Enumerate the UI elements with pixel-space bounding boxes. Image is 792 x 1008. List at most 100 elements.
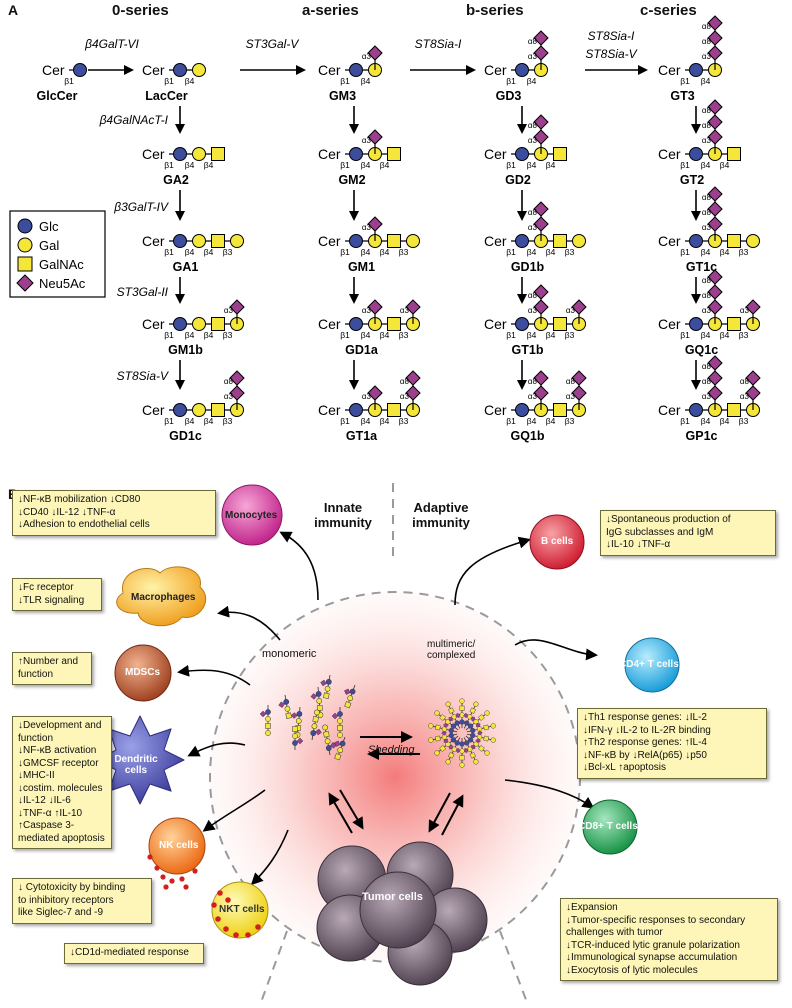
effect-line: ↓Th1 response genes: ↓IL-2 <box>583 712 707 723</box>
bond-label: β1 <box>680 76 690 86</box>
glc-residue-icon <box>349 63 363 77</box>
effect-line: ↓Bcl-xL ↑apoptosis <box>583 762 666 773</box>
nkt-cells-label: NKT cells <box>219 904 265 915</box>
bond-label: β1 <box>164 160 174 170</box>
bond-label: α3 <box>224 392 234 401</box>
legend-label: Glc <box>39 219 59 234</box>
bond-label: α3 <box>528 306 538 315</box>
effect-line: mediated apoptosis <box>18 832 105 844</box>
glc-residue-icon <box>173 234 187 248</box>
bond-label: β1 <box>680 247 690 257</box>
neu5ac-residue-icon <box>533 45 549 61</box>
divider-lower-right <box>499 930 529 1006</box>
compound-name: GD1c <box>169 429 202 443</box>
compound-name: GD3 <box>496 89 522 103</box>
bond-label: β4 <box>361 160 371 170</box>
bond-label: β4 <box>527 76 537 86</box>
macrophages-label: Macrophages <box>131 592 196 603</box>
bond-label: β4 <box>361 416 371 426</box>
neu5ac-residue-icon <box>707 186 723 202</box>
compound-name: GA1 <box>173 260 199 274</box>
immune-effects-diagram <box>95 483 680 1006</box>
compound-name: GQ1c <box>685 343 718 357</box>
glc-residue-icon <box>689 403 703 417</box>
effect-line: ↓TLR signaling <box>18 594 85 606</box>
micelle-chain-icon <box>466 723 496 736</box>
galnac-residue-icon <box>211 147 225 161</box>
neu5ac-residue-icon <box>707 15 723 31</box>
bond-label: β4 <box>701 247 711 257</box>
effect-line: like Siglec-7 and -9 <box>18 907 104 918</box>
neu5ac-residue-icon <box>707 201 723 217</box>
bond-label: α3 <box>362 52 372 61</box>
bond-label: β4 <box>720 160 730 170</box>
effect-line: ↓costim. molecules <box>18 782 103 794</box>
bond-label: β4 <box>185 76 195 86</box>
neu5ac-residue-icon <box>533 216 549 232</box>
effect-arrow <box>504 779 595 809</box>
effect-line: ↑Number and <box>18 656 79 667</box>
neu5ac-residue-icon <box>707 114 723 130</box>
cer-label: Cer <box>658 316 681 332</box>
gal-residue-icon <box>192 234 206 248</box>
effect-arrow <box>279 531 319 601</box>
enzyme-label: ST8Sia-V <box>117 369 169 383</box>
bond-label: α3 <box>702 392 712 401</box>
bond-label: α3 <box>528 52 538 61</box>
bond-label: β4 <box>720 416 730 426</box>
micelle-chain-icon <box>434 710 459 731</box>
bond-label: β4 <box>361 76 371 86</box>
gal-residue-icon <box>746 234 760 248</box>
neu5ac-residue-icon <box>707 129 723 145</box>
bond-label: β4 <box>185 247 195 257</box>
neu5ac-residue-icon <box>745 385 761 401</box>
glc-residue-icon <box>349 403 363 417</box>
legend-label: Gal <box>39 238 59 253</box>
bond-label: β1 <box>506 330 516 340</box>
monocytes-label: Monocytes <box>225 510 278 521</box>
bond-label: α3 <box>702 223 712 232</box>
neu5ac-residue-icon <box>229 299 245 315</box>
dendritic-label-line1: Dendritic <box>114 754 158 765</box>
bond-label: α8 <box>740 377 750 386</box>
effect-line: ↓IFN-γ ↓IL-2 to IL-2R binding <box>583 724 711 736</box>
cer-label: Cer <box>658 233 681 249</box>
ganglioside-molecule-icon <box>331 707 343 738</box>
micelle-chain-icon <box>445 737 461 765</box>
bond-label: α8 <box>528 37 538 46</box>
compound-name: GT1b <box>512 343 544 357</box>
effect-arrow <box>454 536 531 606</box>
compound-name: GM3 <box>329 89 356 103</box>
cer-label: Cer <box>318 233 341 249</box>
neu5ac-residue-icon <box>707 99 723 115</box>
galnac-residue-icon <box>211 403 225 417</box>
gal-residue-icon <box>192 63 206 77</box>
gal-residue-icon <box>192 147 206 161</box>
enzyme-label: ST8Sia-I <box>588 29 635 43</box>
compound-name: GP1c <box>686 429 718 443</box>
ganglioside-molecule-icon <box>259 705 271 736</box>
effect-line: to inhibitory receptors <box>18 894 114 906</box>
compound-name: GM2 <box>338 173 365 187</box>
glc-residue-icon <box>515 63 529 77</box>
enzyme-label: β4GalT-VI <box>84 37 139 51</box>
bond-label: β4 <box>361 330 371 340</box>
micelle-chain-icon <box>459 698 469 728</box>
enzyme-label: ST3Gal-V <box>246 37 300 51</box>
micelle-chain-icon <box>428 730 458 743</box>
bond-label: β4 <box>527 330 537 340</box>
nk-cell <box>148 817 206 875</box>
bond-label: β1 <box>340 160 350 170</box>
compound-name: GT2 <box>680 173 704 187</box>
cer-label: Cer <box>142 62 165 78</box>
galnac-residue-icon <box>211 317 225 331</box>
cer-label: Cer <box>484 316 507 332</box>
enzyme-label: β3GalT-IV <box>113 200 169 214</box>
shedding-label: Shedding <box>368 744 415 756</box>
bond-label: α8 <box>702 106 712 115</box>
